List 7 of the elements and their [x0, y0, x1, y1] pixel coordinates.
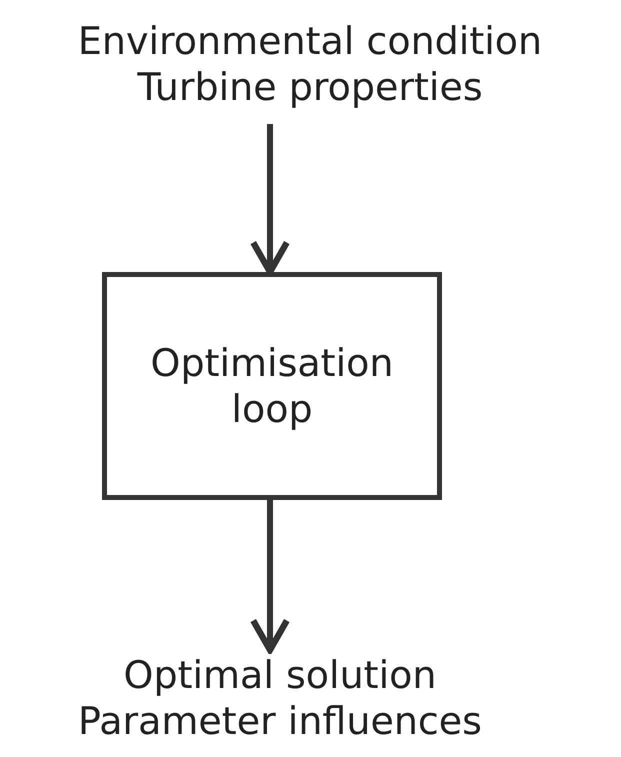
arrow [250, 500, 290, 654]
process-box [102, 272, 442, 500]
node-text: Parameter influences [78, 698, 482, 744]
node-text: Environmental condition [78, 18, 542, 64]
node-text: Turbine properties [137, 64, 483, 110]
node-text: Optimal solution [124, 652, 436, 698]
box-label: Optimisation loop [150, 340, 394, 432]
